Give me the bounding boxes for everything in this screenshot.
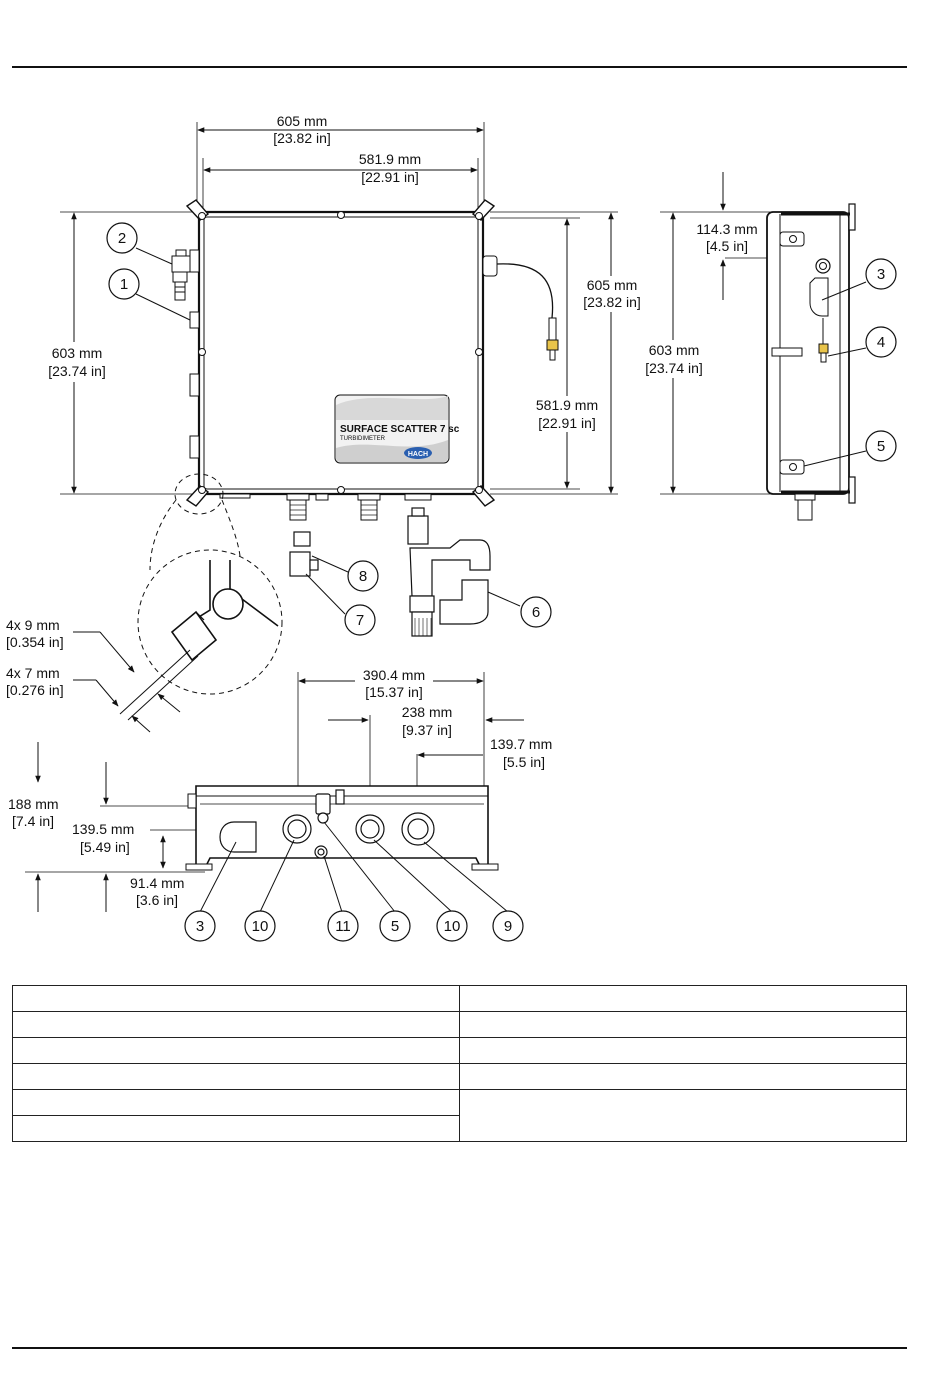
table-row	[12, 1011, 907, 1038]
svg-text:3: 3	[877, 266, 885, 283]
table-row	[12, 1089, 907, 1142]
dim-hole-large-in: [0.354 in]	[6, 634, 64, 650]
table-cell	[12, 1037, 460, 1064]
table-cell	[12, 1089, 460, 1116]
callout-legend-table	[12, 985, 907, 1142]
dim-side-height-mm: 603 mm	[649, 342, 700, 358]
product-label: SURFACE SCATTER 7 sc TURBIDIMETER HACH	[334, 394, 460, 464]
dim-right-outer-height-mm: 605 mm	[587, 277, 638, 293]
callout-11: 11	[327, 910, 359, 942]
table-cell	[12, 985, 460, 1012]
svg-text:11: 11	[335, 918, 351, 935]
svg-text:4: 4	[877, 334, 885, 351]
callout-2: 2	[106, 222, 138, 254]
dim-hole-large-mm: 4x 9 mm	[6, 617, 60, 633]
callout-3-side: 3	[865, 258, 897, 290]
svg-text:6: 6	[532, 604, 540, 621]
dim-right-inner-height-mm: 581.9 mm	[536, 397, 598, 413]
cable-connector	[548, 317, 557, 341]
dim-side-offset-in: [4.5 in]	[706, 238, 748, 254]
svg-text:5: 5	[391, 918, 399, 935]
svg-text:8: 8	[359, 568, 367, 585]
hach-logo: HACH	[408, 451, 428, 458]
table-row	[12, 1063, 907, 1090]
dim-depth-total-in: [7.4 in]	[12, 813, 54, 829]
svg-text:7: 7	[356, 612, 364, 629]
dim-depth-lower-mm: 91.4 mm	[130, 875, 184, 891]
table-cell	[459, 1037, 907, 1064]
table-cell	[459, 985, 907, 1012]
svg-text:1: 1	[120, 276, 128, 293]
footer-rule	[12, 1347, 907, 1349]
table-row	[12, 1115, 907, 1142]
dim-depth-total-mm: 188 mm	[8, 796, 59, 812]
detail-circle	[137, 549, 283, 695]
table-cell	[12, 1063, 460, 1090]
dim-inner-width-in: [22.91 in]	[361, 169, 419, 185]
dim-left-height-mm: 603 mm	[52, 345, 103, 361]
table-cell	[12, 1115, 460, 1142]
product-label-name: SURFACE SCATTER 7 sc	[340, 424, 460, 435]
dim-bottom-span-right-mm: 139.7 mm	[490, 736, 552, 752]
svg-text:10: 10	[444, 918, 461, 935]
dim-bottom-span-right-in: [5.5 in]	[503, 754, 545, 770]
callout-3-bottom: 3	[184, 910, 216, 942]
dimension-diagram: 605 mm [23.82 in] 581.9 mm [22.91 in] 60…	[6, 113, 897, 942]
front-view: 605 mm [23.82 in] 581.9 mm [22.91 in] 60…	[40, 113, 650, 521]
dim-outer-width-mm: 605 mm	[277, 113, 328, 129]
dim-side-height-in: [23.74 in]	[645, 360, 703, 376]
callout-7: 7	[344, 604, 376, 636]
callout-6: 6	[520, 596, 552, 628]
callout-1: 1	[108, 268, 140, 300]
sample-fitting	[171, 249, 191, 301]
callout-8: 8	[347, 560, 379, 592]
detail-view: 4x 9 mm [0.354 in] 4x 7 mm [0.276 in]	[6, 473, 283, 733]
svg-text:10: 10	[252, 918, 269, 935]
dim-side-offset-mm: 114.3 mm	[696, 221, 757, 237]
header-rule	[12, 66, 907, 68]
dim-outer-width-in: [23.82 in]	[273, 130, 331, 146]
callout-5-bottom: 5	[379, 910, 411, 942]
product-label-subtitle: TURBIDIMETER	[340, 436, 386, 442]
side-view: 603 mm [23.74 in] 114.3 mm [4.5 in]	[638, 172, 856, 521]
callout-10-right: 10	[436, 910, 468, 942]
table-cell	[12, 1011, 460, 1038]
dim-depth-upper-in: [5.49 in]	[80, 839, 130, 855]
svg-text:2: 2	[118, 230, 126, 247]
callouts	[135, 247, 867, 913]
svg-text:3: 3	[196, 918, 204, 935]
dim-bottom-span-mid-in: [9.37 in]	[402, 722, 452, 738]
svg-text:5: 5	[877, 438, 885, 455]
dim-bottom-span-left-in: [15.37 in]	[365, 684, 423, 700]
dim-left-height-in: [23.74 in]	[48, 363, 106, 379]
dim-inner-width-mm: 581.9 mm	[359, 151, 421, 167]
callout-4: 4	[865, 326, 897, 358]
dim-bottom-span-left-mm: 390.4 mm	[363, 667, 425, 683]
bottom-view: 390.4 mm [15.37 in] 238 mm [9.37 in] 139…	[8, 667, 552, 912]
table-cell	[459, 1063, 907, 1090]
callout-5-side: 5	[865, 430, 897, 462]
callout-9: 9	[492, 910, 524, 942]
dim-depth-lower-in: [3.6 in]	[136, 892, 178, 908]
dim-hole-small-in: [0.276 in]	[6, 682, 64, 698]
table-cell	[459, 1011, 907, 1038]
dim-hole-small-mm: 4x 7 mm	[6, 665, 60, 681]
table-row	[12, 985, 907, 1012]
table-cell	[459, 1089, 907, 1142]
dim-right-inner-height-in: [22.91 in]	[538, 415, 596, 431]
table-row	[12, 1037, 907, 1064]
dim-depth-upper-mm: 139.5 mm	[72, 821, 134, 837]
callout-10-left: 10	[244, 910, 276, 942]
dim-bottom-span-mid-mm: 238 mm	[402, 704, 453, 720]
dim-right-outer-height-in: [23.82 in]	[583, 294, 641, 310]
accessories	[289, 507, 491, 637]
svg-text:9: 9	[504, 918, 512, 935]
